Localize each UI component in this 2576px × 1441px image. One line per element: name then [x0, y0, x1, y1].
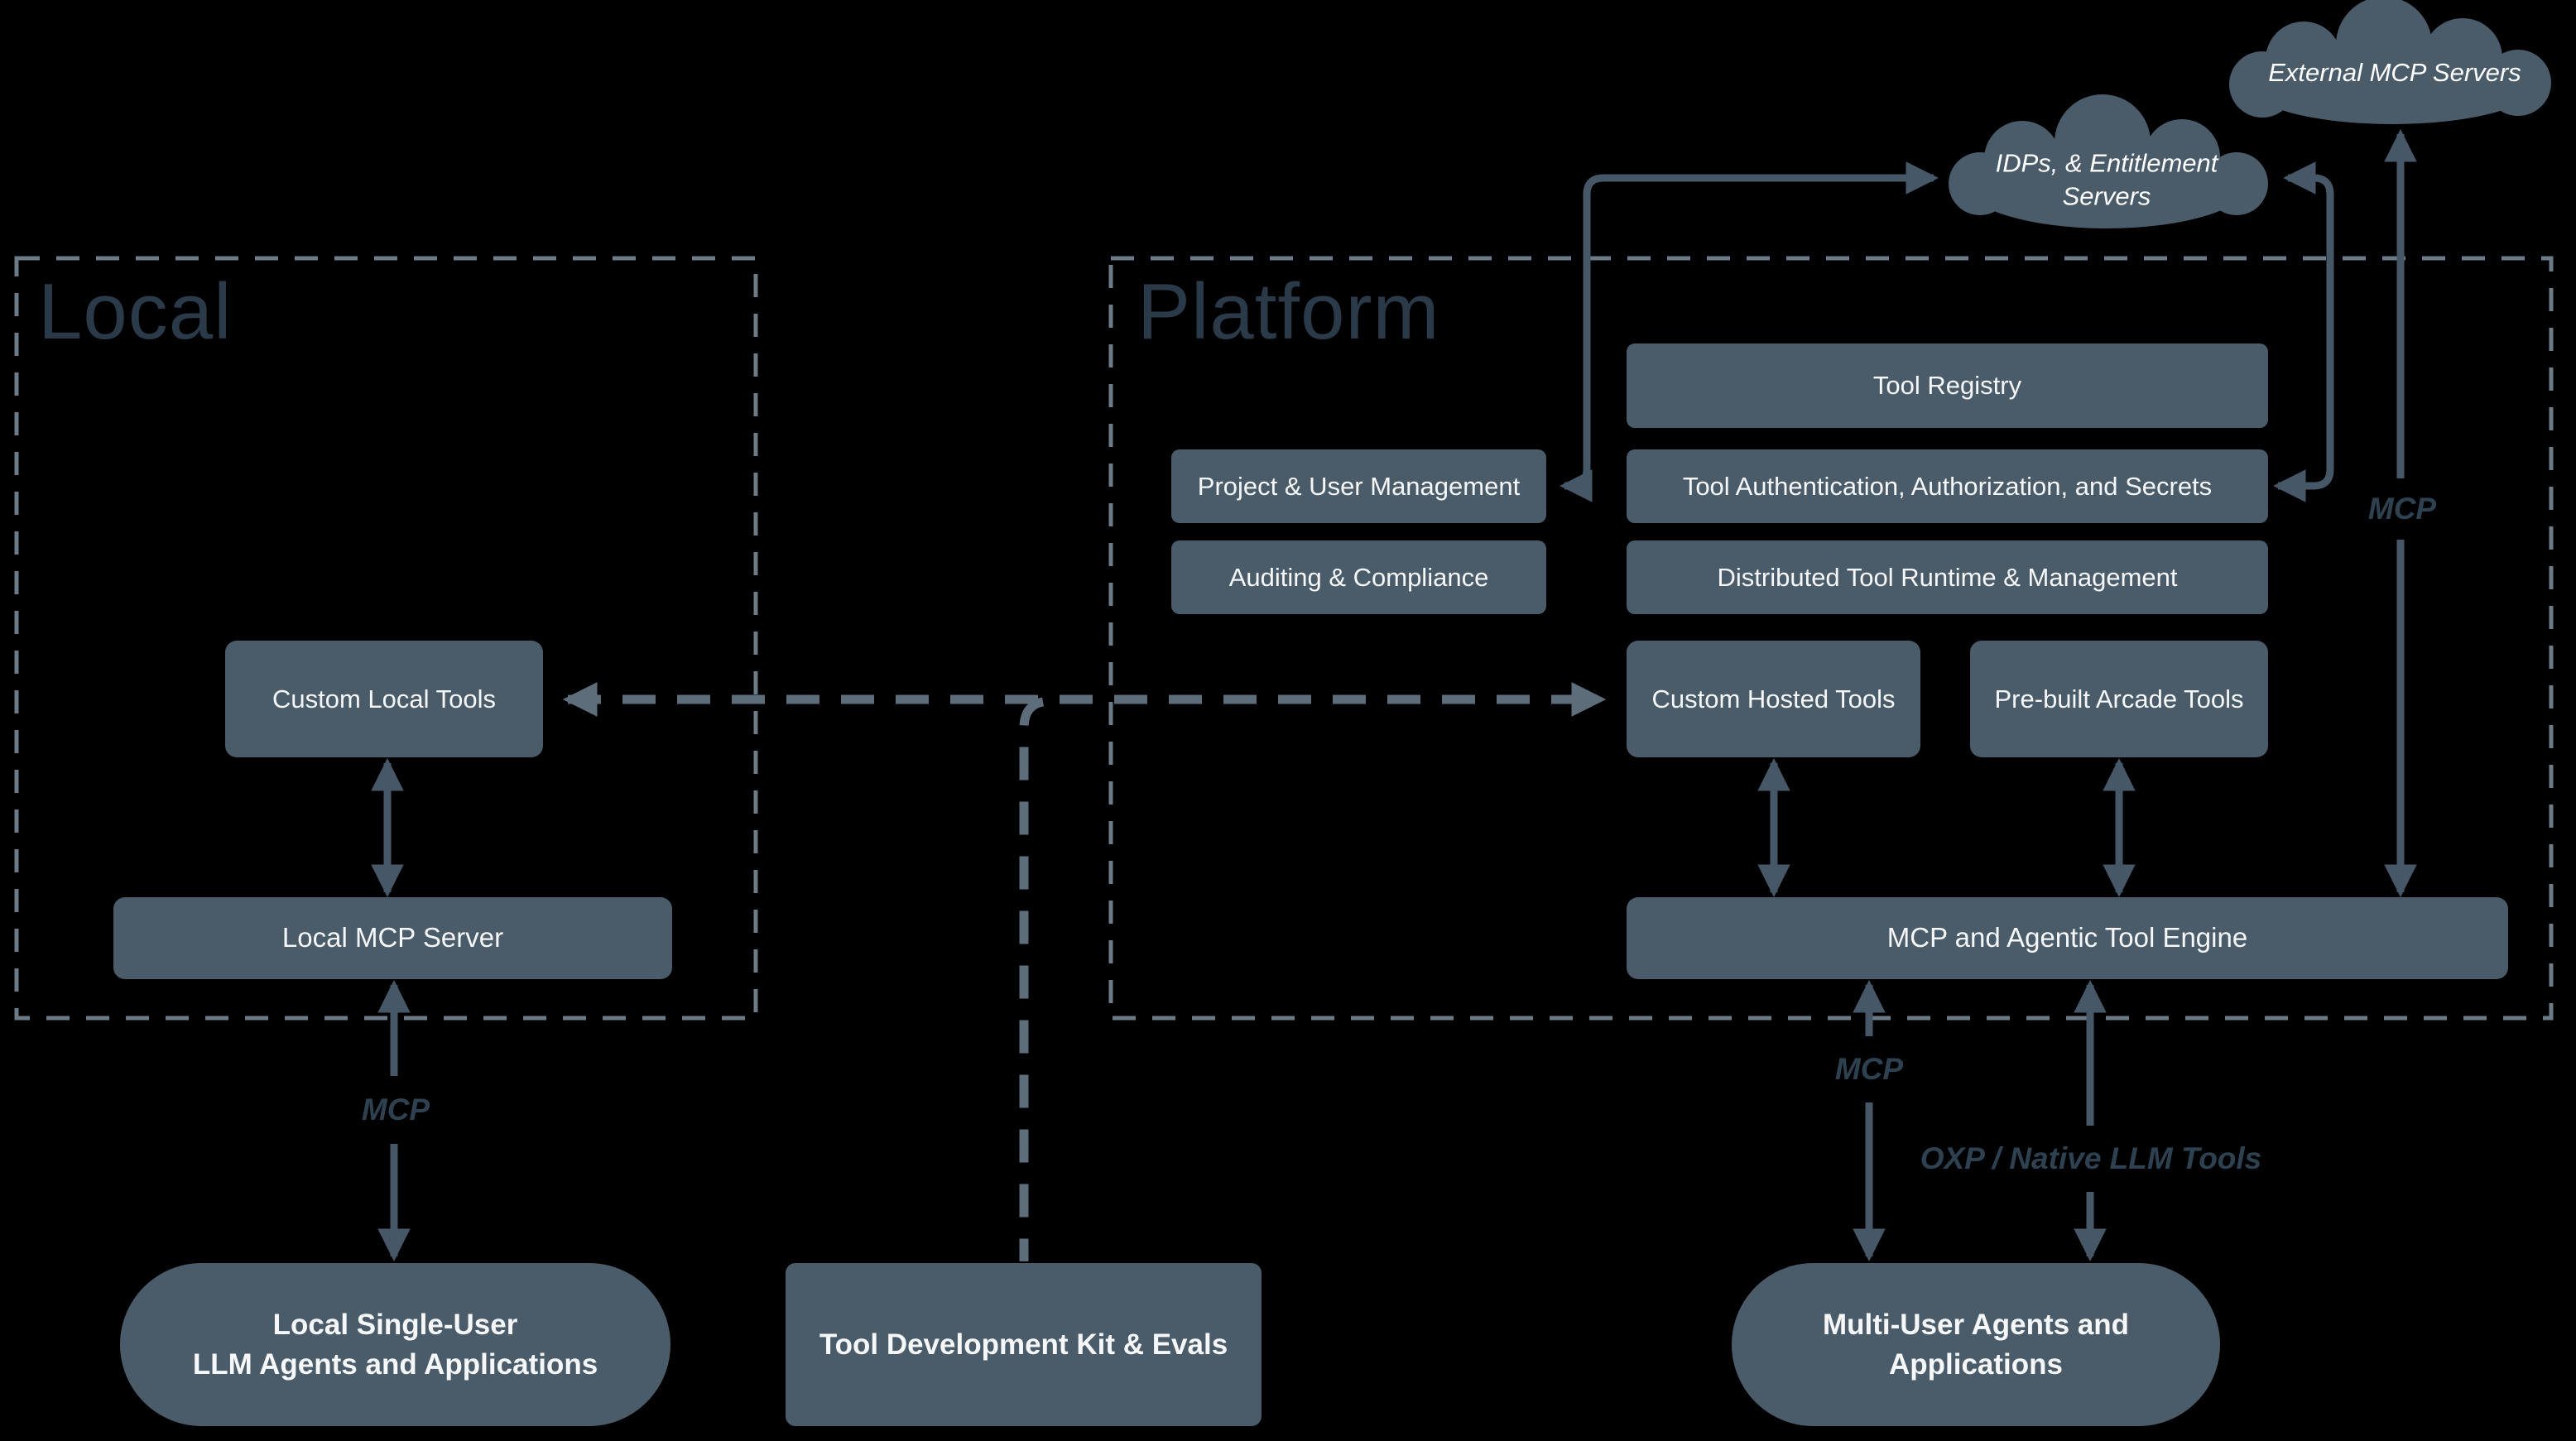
idps-cloud-label-line1: IDPs, & Entitlement [1995, 148, 2218, 178]
node-label: Tool Authentication, Authorization, and … [1682, 471, 2213, 501]
edge-project-user-to-idps-cloud [1560, 161, 1939, 502]
external-mcp-servers-cloud-shape [2229, 0, 2551, 124]
edge-label-mcp-local: MCP [361, 1093, 430, 1126]
node-tool-registry: Tool Registry [1627, 343, 2268, 428]
node-custom-hosted-tools: Custom Hosted Tools [1627, 641, 1920, 757]
node-label: Distributed Tool Runtime & Management [1717, 562, 2178, 592]
node-multi-user-agents: Multi-User Agents and Applications [1732, 1263, 2220, 1426]
idps-entitlement-servers-cloud-shape [1949, 94, 2268, 228]
node-local-mcp-server: Local MCP Server [113, 897, 672, 979]
node-mcp-agentic-tool-engine: MCP and Agentic Tool Engine [1627, 897, 2508, 979]
node-project-user-management: Project & User Management [1171, 449, 1546, 523]
node-label: Custom Local Tools [272, 684, 496, 713]
node-distributed-runtime: Distributed Tool Runtime & Management [1627, 540, 2268, 614]
node-label: Pre-built Arcade Tools [1994, 684, 2244, 713]
node-auditing-compliance: Auditing & Compliance [1171, 540, 1546, 614]
local-region-border [14, 256, 758, 1021]
node-label: Tool Development Kit & Evals [819, 1328, 1228, 1361]
platform-region-title: Platform [1137, 267, 1440, 356]
edge-label-mcp-external: MCP [2367, 492, 2437, 526]
external-mcp-servers-cloud-label: External MCP Servers [2268, 57, 2521, 87]
node-label-line1: Multi-User Agents and [1822, 1309, 2130, 1342]
node-local-single-user-agents: Local Single-User LLM Agents and Applica… [120, 1263, 670, 1426]
edge-label-mcp-engine-agents: MCP [1834, 1052, 1904, 1086]
node-label-line2: Applications [1888, 1347, 2064, 1381]
edge-label-oxp-native-llm-tools: OXP / Native LLM Tools [1920, 1141, 2262, 1175]
node-label: Project & User Management [1197, 471, 1521, 501]
node-prebuilt-arcade-tools: Pre-built Arcade Tools [1970, 641, 2268, 757]
idps-cloud-label: IDPs, & Entitlement Servers [1996, 147, 2218, 214]
node-label: MCP and Agentic Tool Engine [1886, 922, 2248, 953]
node-label-line1: Local Single-User [272, 1309, 518, 1342]
node-tool-development-kit: Tool Development Kit & Evals [786, 1263, 1262, 1426]
node-label-line2: LLM Agents and Applications [192, 1347, 598, 1381]
node-label: Auditing & Compliance [1228, 562, 1489, 592]
local-region-title: Local [38, 267, 233, 356]
idps-cloud-label-line2: Servers [2062, 182, 2151, 211]
node-label: Local MCP Server [281, 922, 504, 953]
edge-dashed-branch-to-tdk [1019, 697, 1045, 1261]
node-label: Custom Hosted Tools [1651, 684, 1896, 713]
node-tool-authentication: Tool Authentication, Authorization, and … [1627, 449, 2268, 523]
edge-tool-auth-to-idps-cloud [2273, 161, 2334, 502]
node-custom-local-tools: Custom Local Tools [225, 641, 543, 757]
node-label: Tool Registry [1872, 371, 2022, 401]
